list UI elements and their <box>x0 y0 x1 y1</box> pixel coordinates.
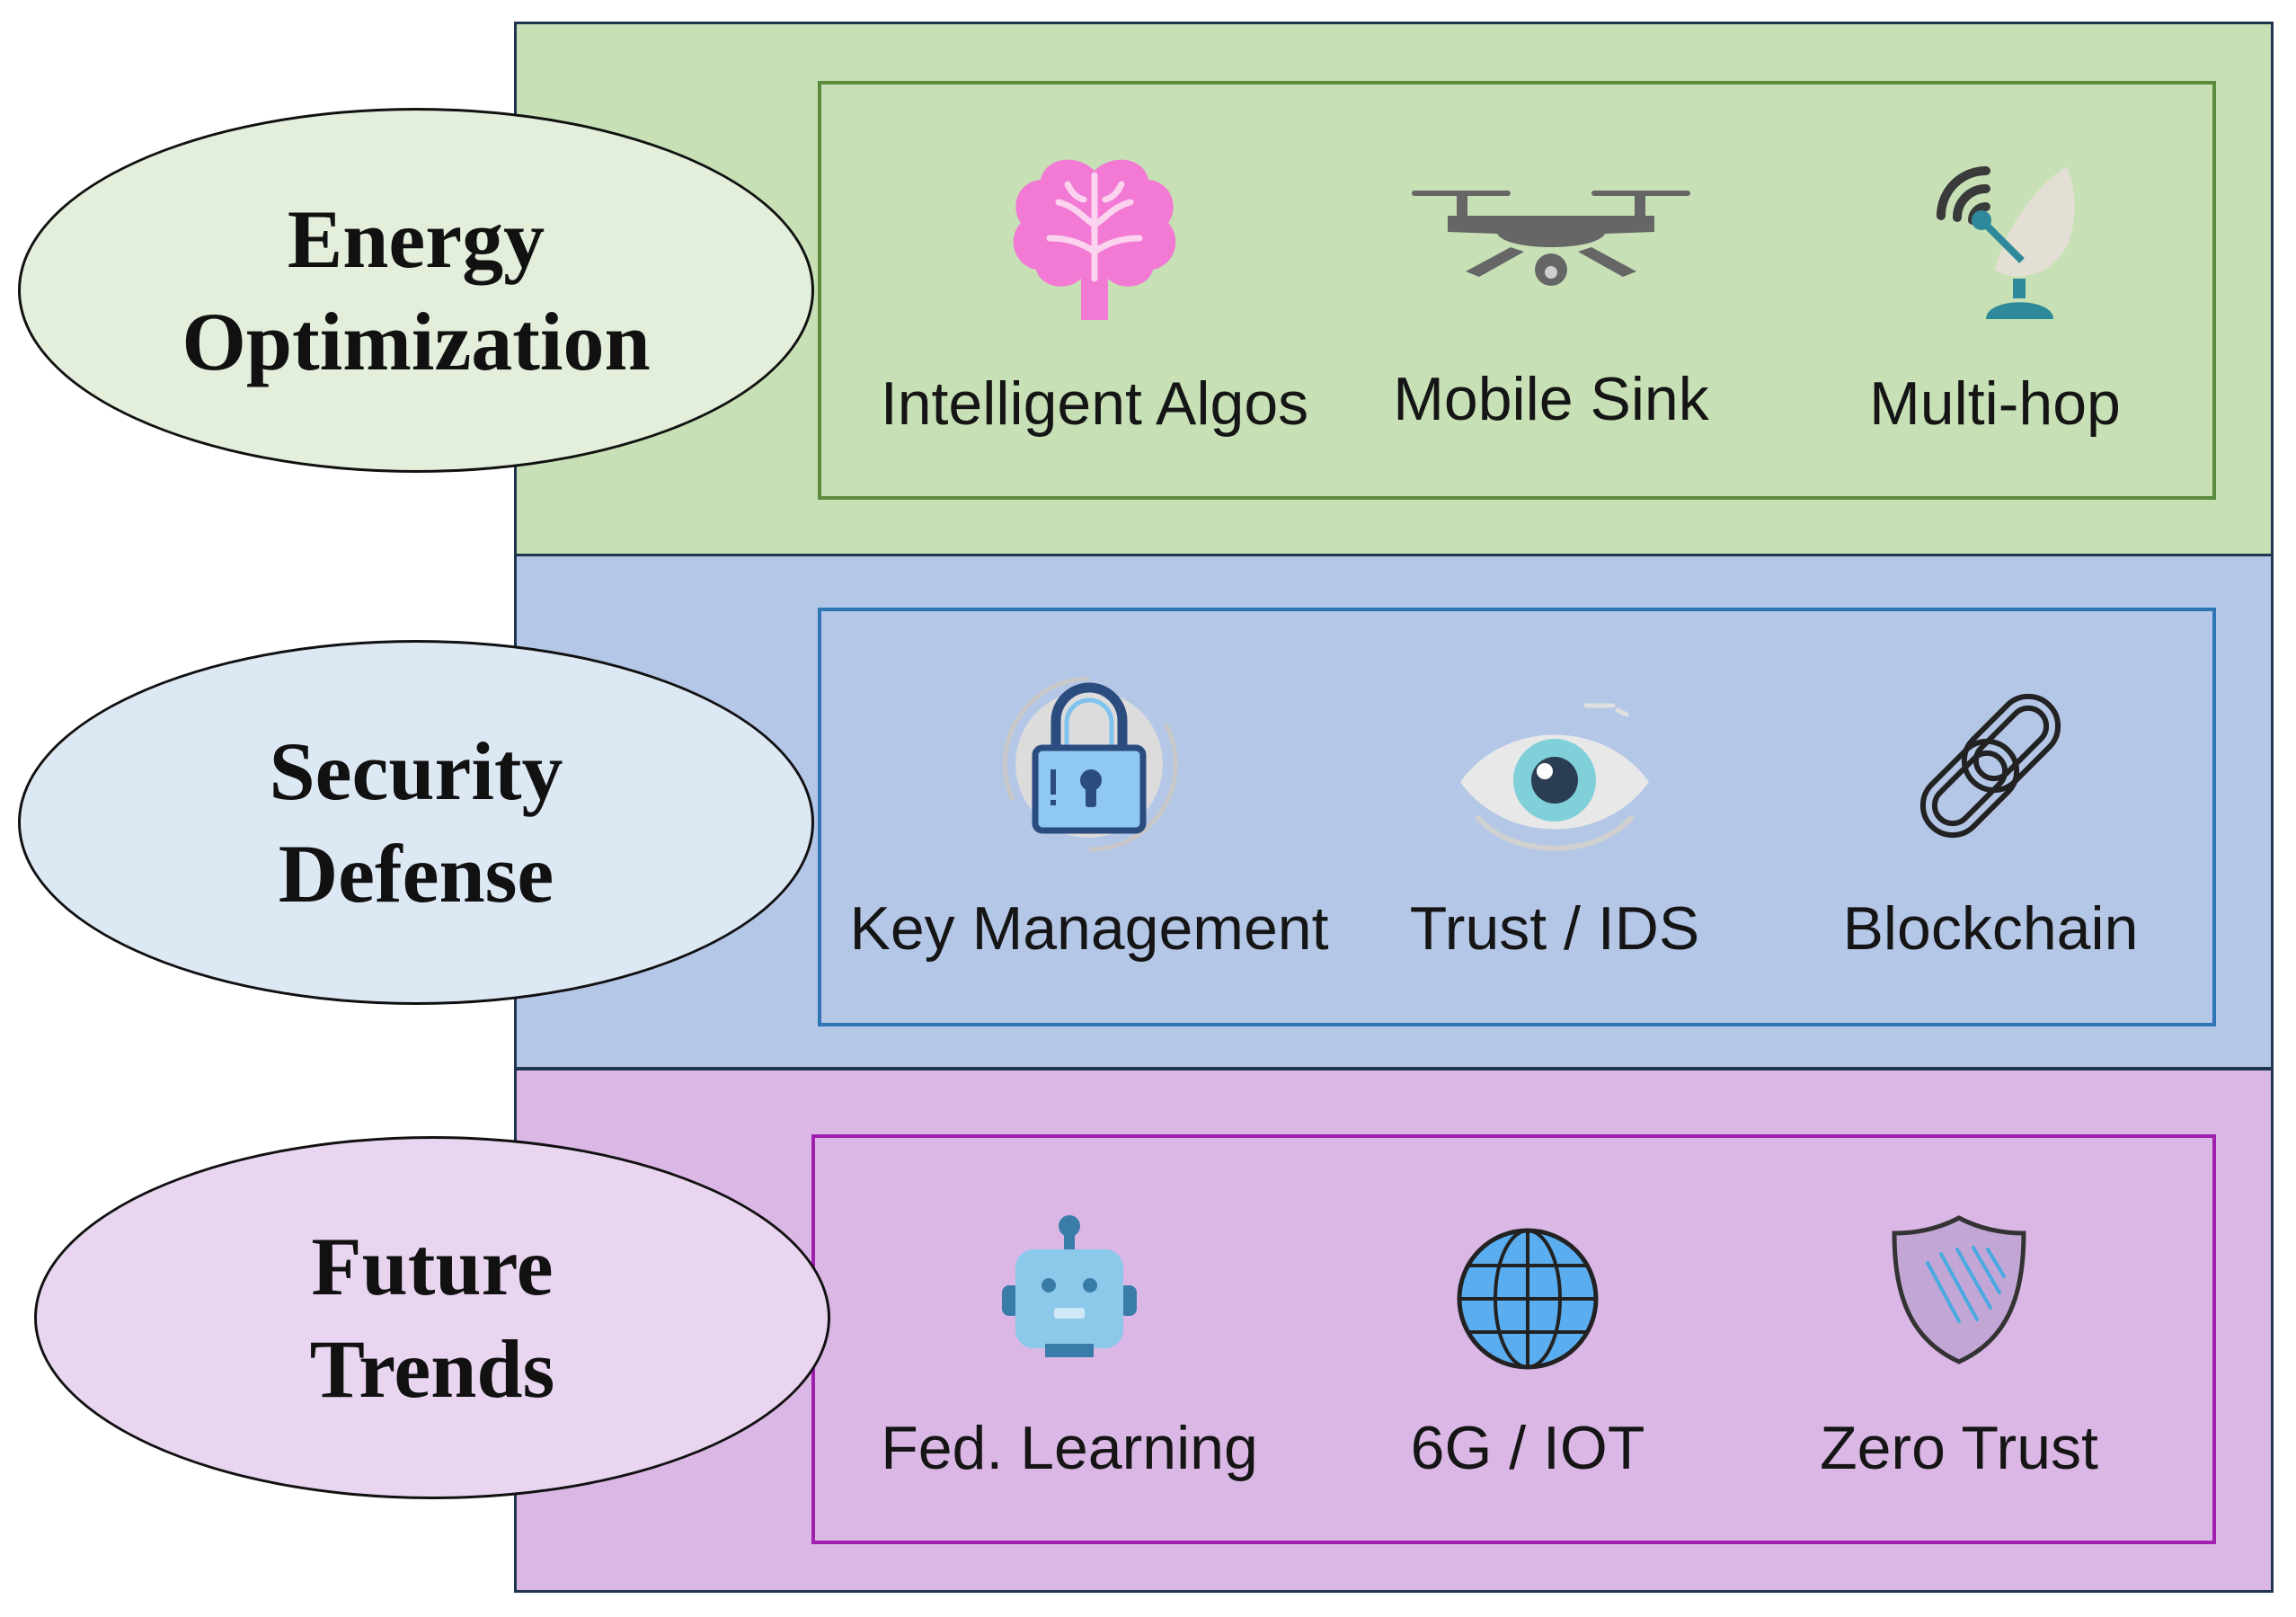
item-multi-hop: Multi-hop <box>1743 153 2247 458</box>
item-blockchain: Blockchain <box>1739 665 2242 971</box>
eye-icon <box>1460 703 1649 851</box>
item-intelligent-algos: Intelligent Algos <box>843 153 1346 458</box>
ellipse-future: Future Trends <box>34 1136 830 1499</box>
item-label: Mobile Sink <box>1393 365 1709 433</box>
padlock-icon <box>1002 676 1178 852</box>
item-label: Key Management <box>849 894 1329 963</box>
item-label: Multi-hop <box>1869 369 2121 438</box>
ellipse-energy: Energy Optimization <box>18 108 814 473</box>
panel-energy <box>818 81 2216 500</box>
item-fed-learning: Fed. Learning <box>818 1213 1321 1519</box>
brain-icon <box>1013 159 1176 320</box>
item-6g-iot: 6G / IOT <box>1276 1213 1779 1519</box>
item-label: 6G / IOT <box>1410 1414 1645 1482</box>
robot-icon <box>1002 1215 1137 1357</box>
item-trust-ids: Trust / IDS <box>1303 665 1806 971</box>
item-label: Fed. Learning <box>881 1414 1258 1482</box>
item-key-management: Key Management <box>838 665 1341 971</box>
satellite-dish-icon <box>1937 166 2075 319</box>
item-label: Zero Trust <box>1820 1414 2098 1482</box>
shield-icon <box>1892 1215 2026 1364</box>
ellipse-security: Security Defense <box>18 640 814 1005</box>
category-title: Energy Optimization <box>182 193 651 387</box>
category-title: Future Trends <box>309 1221 555 1415</box>
item-label: Blockchain <box>1842 894 2139 963</box>
item-zero-trust: Zero Trust <box>1707 1213 2211 1519</box>
item-label: Intelligent Algos <box>880 369 1309 438</box>
drone-icon <box>1412 191 1690 286</box>
globe-icon <box>1457 1228 1599 1370</box>
item-mobile-sink: Mobile Sink <box>1299 153 1803 458</box>
chain-link-icon <box>1919 693 2061 839</box>
item-label: Trust / IDS <box>1409 894 1700 963</box>
category-title: Security Defense <box>269 725 563 920</box>
panel-security <box>818 608 2216 1026</box>
